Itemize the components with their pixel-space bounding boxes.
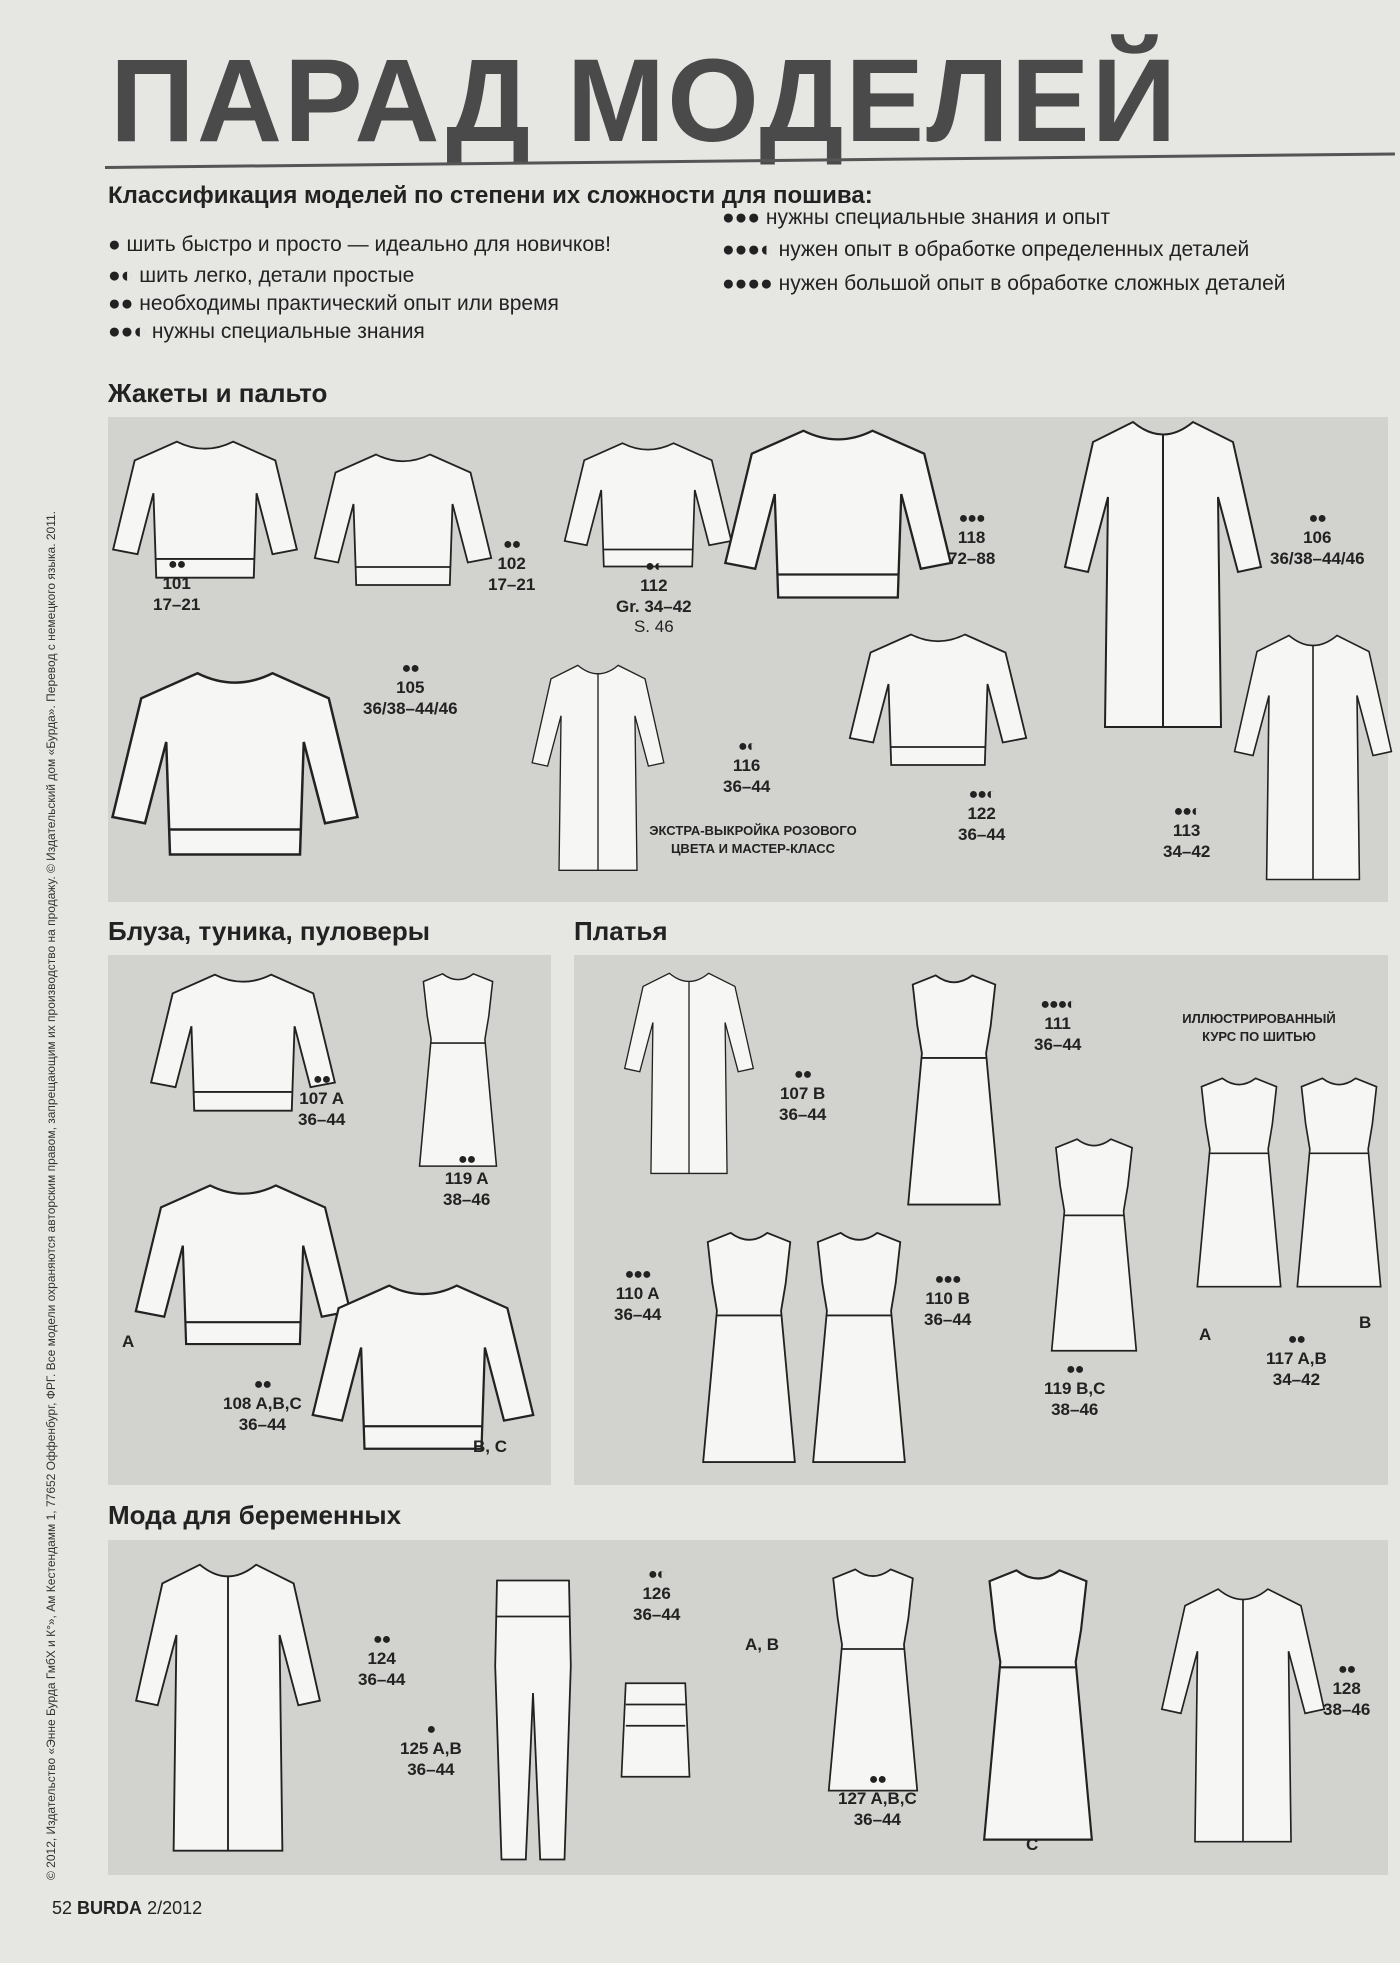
tunic-108bc-drawing xyxy=(303,1280,543,1460)
dress-127c-drawing xyxy=(953,1565,1123,1845)
dress-111-drawing xyxy=(899,970,1009,1210)
legend-item: ●●●◐ нужен опыт в обработке определенных… xyxy=(722,238,1249,262)
section-title-dresses: Платья xyxy=(574,916,668,946)
jacket-122-drawing xyxy=(848,627,1028,777)
legend-item: ●● необходимы практический опыт или врем… xyxy=(108,292,559,316)
dress-119bc-drawing xyxy=(1029,1135,1159,1355)
legend-item: ●●● нужны специальные знания и опыт xyxy=(722,206,1110,230)
dress-110b-drawing xyxy=(804,1220,914,1475)
variant-letter: B, C xyxy=(473,1437,507,1456)
legend-text: нужны специальные знания xyxy=(151,320,425,343)
difficulty-dots: ●●●● xyxy=(722,272,773,295)
legend-text: необходимы практический опыт или время xyxy=(139,292,559,315)
dress-124-drawing xyxy=(128,1560,328,1860)
legend-item: ● шить быстро и просто — идеально для но… xyxy=(108,233,611,257)
variant-letter: B xyxy=(1359,1313,1372,1332)
difficulty-dots: ●●●◐ xyxy=(722,238,773,261)
issue-number: 2/2012 xyxy=(147,1898,203,1918)
section-title-blouses: Блуза, туника, пуловеры xyxy=(108,916,430,946)
jacket-105-drawing xyxy=(110,667,360,867)
jacket-101-drawing xyxy=(110,437,300,587)
difficulty-dots: ● xyxy=(108,233,121,256)
section-title-maternity: Мода для беременных xyxy=(108,1500,402,1530)
top-119a-drawing xyxy=(398,970,518,1170)
sewing-course-note: ИЛЛЮСТРИРОВАННЫЙ КУРС ПО ШИТЬЮ xyxy=(1182,1011,1336,1044)
dress-117b-drawing xyxy=(1289,1060,1389,1305)
legend-item: ●◐ шить легко, детали простые xyxy=(108,264,414,288)
extra-pattern-note: ЭКСТРА-ВЫКРОЙКА РОЗОВОГО ЦВЕТА И МАСТЕР-… xyxy=(649,823,857,856)
legend-text: нужны специальные знания и опыт xyxy=(765,206,1110,229)
page-number: 52 xyxy=(52,1898,73,1918)
dress-107b-drawing xyxy=(589,970,789,1180)
legend-text: нужен опыт в обработке определенных дета… xyxy=(778,238,1250,261)
difficulty-dots: ●●● xyxy=(722,206,761,229)
legend-text: нужен большой опыт в обработке сложных д… xyxy=(778,272,1286,295)
magazine-brand: BURDA xyxy=(77,1898,143,1918)
variant-letter: A xyxy=(1199,1325,1212,1344)
legend-text: шить легко, детали простые xyxy=(139,264,415,287)
page-footer: 52 BURDA 2/2012 xyxy=(52,1898,202,1919)
dress-128-drawing xyxy=(1148,1585,1338,1850)
legend-text: шить быстро и просто — идеально для нови… xyxy=(126,233,612,256)
legend-item: ●●●● нужен большой опыт в обработке слож… xyxy=(722,272,1286,296)
coat-113-drawing xyxy=(1233,627,1393,892)
dress-110a-drawing xyxy=(694,1220,804,1475)
jacket-118-drawing xyxy=(723,422,953,612)
variant-letter: C xyxy=(1026,1835,1039,1854)
legend-item: ●●◐ нужны специальные знания xyxy=(108,320,425,344)
variant-letter: A xyxy=(122,1332,135,1351)
dress-117a-drawing xyxy=(1189,1060,1289,1305)
difficulty-dots: ●◐ xyxy=(108,264,134,287)
copyright-side-text: © 2012, Издательство «Энне Бурда ГмбХ и … xyxy=(44,510,58,1880)
difficulty-legend-heading: Классификация моделей по степени их слож… xyxy=(108,182,873,209)
variant-letter: A, B xyxy=(745,1635,779,1654)
skirt-126-drawing xyxy=(613,1670,698,1790)
section-title-jackets: Жакеты и пальто xyxy=(108,378,328,408)
pants-125-drawing xyxy=(488,1570,578,1870)
page-title: ПАРАД МОДЕЛЕЙ xyxy=(110,35,1179,167)
tunic-127ab-drawing xyxy=(798,1565,948,1795)
difficulty-dots: ●●◐ xyxy=(108,320,147,343)
jacket-102-drawing xyxy=(313,437,493,607)
difficulty-dots: ●● xyxy=(108,292,134,315)
